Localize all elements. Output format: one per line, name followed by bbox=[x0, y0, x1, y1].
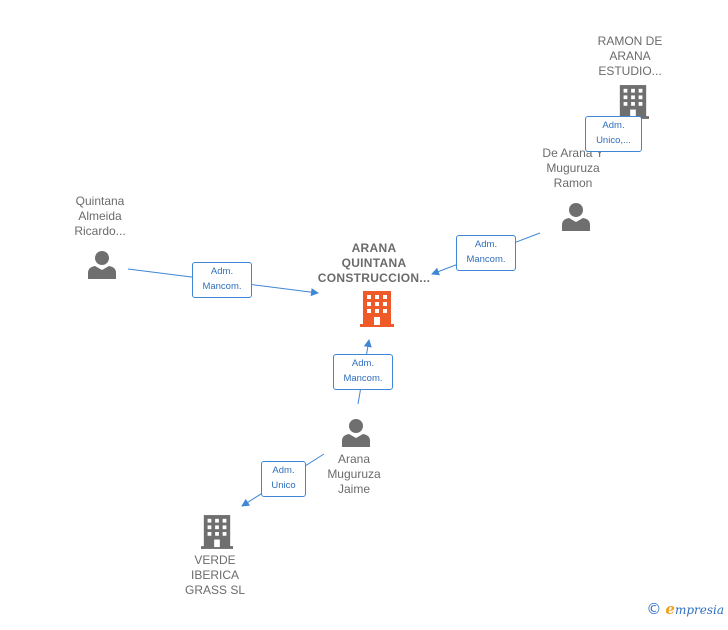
quintana-ricardo-label[interactable]: Quintana Almeida Ricardo... bbox=[56, 194, 144, 239]
arana-jaime-label-line-2: Muguruza bbox=[327, 467, 381, 481]
edge-label-ramon-to-main-line-1: Adm. bbox=[474, 239, 498, 250]
empresia-logo: empresia bbox=[665, 600, 724, 618]
quintana-ricardo-label-line-1: Quintana bbox=[75, 194, 125, 208]
edge-label-jaime-to-main-line-1: Adm. bbox=[351, 358, 375, 369]
edge-label-quintana-to-main[interactable]: Adm. Mancom. bbox=[192, 262, 252, 298]
de-arana-ramon-label[interactable]: De Arana Y Muguruza Ramon bbox=[526, 146, 620, 191]
edge-label-quintana-to-main-line-1: Adm. bbox=[210, 266, 234, 277]
empresia-logo-text: mpresia bbox=[674, 603, 724, 617]
verde-iberica-label-line-3: GRASS SL bbox=[184, 583, 246, 597]
person-icon-de-arana-ramon[interactable] bbox=[561, 201, 591, 231]
edge-label-jaime-to-verde-line-2: Unico bbox=[271, 480, 296, 491]
verde-iberica-label-line-2: IBERICA bbox=[190, 568, 239, 582]
building-icon-main[interactable] bbox=[360, 291, 394, 327]
edge-label-jaime-to-verde[interactable]: Adm. Unico bbox=[261, 461, 306, 497]
arana-jaime-label-line-3: Jaime bbox=[337, 482, 370, 496]
main-company-label-line-3: CONSTRUCCION... bbox=[317, 271, 431, 285]
edge-label-ramon-to-estudio[interactable]: Adm. Unico,... bbox=[585, 116, 642, 152]
edge-label-ramon-to-main[interactable]: Adm. Mancom. bbox=[456, 235, 516, 271]
ramon-estudio-label-line-3: ESTUDIO... bbox=[598, 64, 662, 78]
empresia-watermark: © empresia bbox=[646, 600, 724, 618]
ramon-estudio-label[interactable]: RAMON DE ARANA ESTUDIO... bbox=[584, 34, 676, 79]
building-icon-verde-iberica[interactable] bbox=[201, 515, 233, 549]
empresia-logo-initial: e bbox=[665, 600, 675, 618]
edge-label-jaime-to-verde-line-1: Adm. bbox=[272, 465, 295, 476]
edge-label-jaime-to-main-line-2: Mancom. bbox=[343, 373, 383, 384]
main-company-label[interactable]: ARANA QUINTANA CONSTRUCCION... bbox=[306, 241, 442, 286]
edge-label-ramon-to-main-line-2: Mancom. bbox=[466, 254, 506, 265]
main-company-label-line-2: QUINTANA bbox=[341, 256, 407, 270]
main-company-label-line-1: ARANA bbox=[351, 241, 397, 255]
quintana-ricardo-label-line-3: Ricardo... bbox=[74, 224, 126, 238]
verde-iberica-label-line-1: VERDE bbox=[194, 553, 236, 567]
edge-label-quintana-to-main-line-2: Mancom. bbox=[202, 281, 242, 292]
de-arana-ramon-label-line-3: Ramon bbox=[553, 176, 593, 190]
edge-label-jaime-to-main[interactable]: Adm. Mancom. bbox=[333, 354, 393, 390]
edge-label-ramon-to-estudio-line-2: Unico,... bbox=[596, 135, 631, 146]
de-arana-ramon-label-line-2: Muguruza bbox=[546, 161, 600, 175]
building-icon-ramon-estudio[interactable] bbox=[617, 85, 649, 119]
arana-jaime-label-line-1: Arana bbox=[337, 452, 371, 466]
ramon-estudio-label-line-2: ARANA bbox=[609, 49, 651, 63]
copyright-symbol: © bbox=[646, 600, 662, 618]
edge-label-ramon-to-estudio-line-1: Adm. bbox=[602, 120, 625, 131]
verde-iberica-label[interactable]: VERDE IBERICA GRASS SL bbox=[172, 553, 258, 598]
person-icon-arana-jaime[interactable] bbox=[341, 417, 371, 447]
arana-jaime-label[interactable]: Arana Muguruza Jaime bbox=[310, 452, 398, 497]
quintana-ricardo-label-line-2: Almeida bbox=[78, 209, 122, 223]
ramon-estudio-label-line-1: RAMON DE bbox=[597, 34, 663, 48]
person-icon-quintana-ricardo[interactable] bbox=[87, 249, 117, 279]
